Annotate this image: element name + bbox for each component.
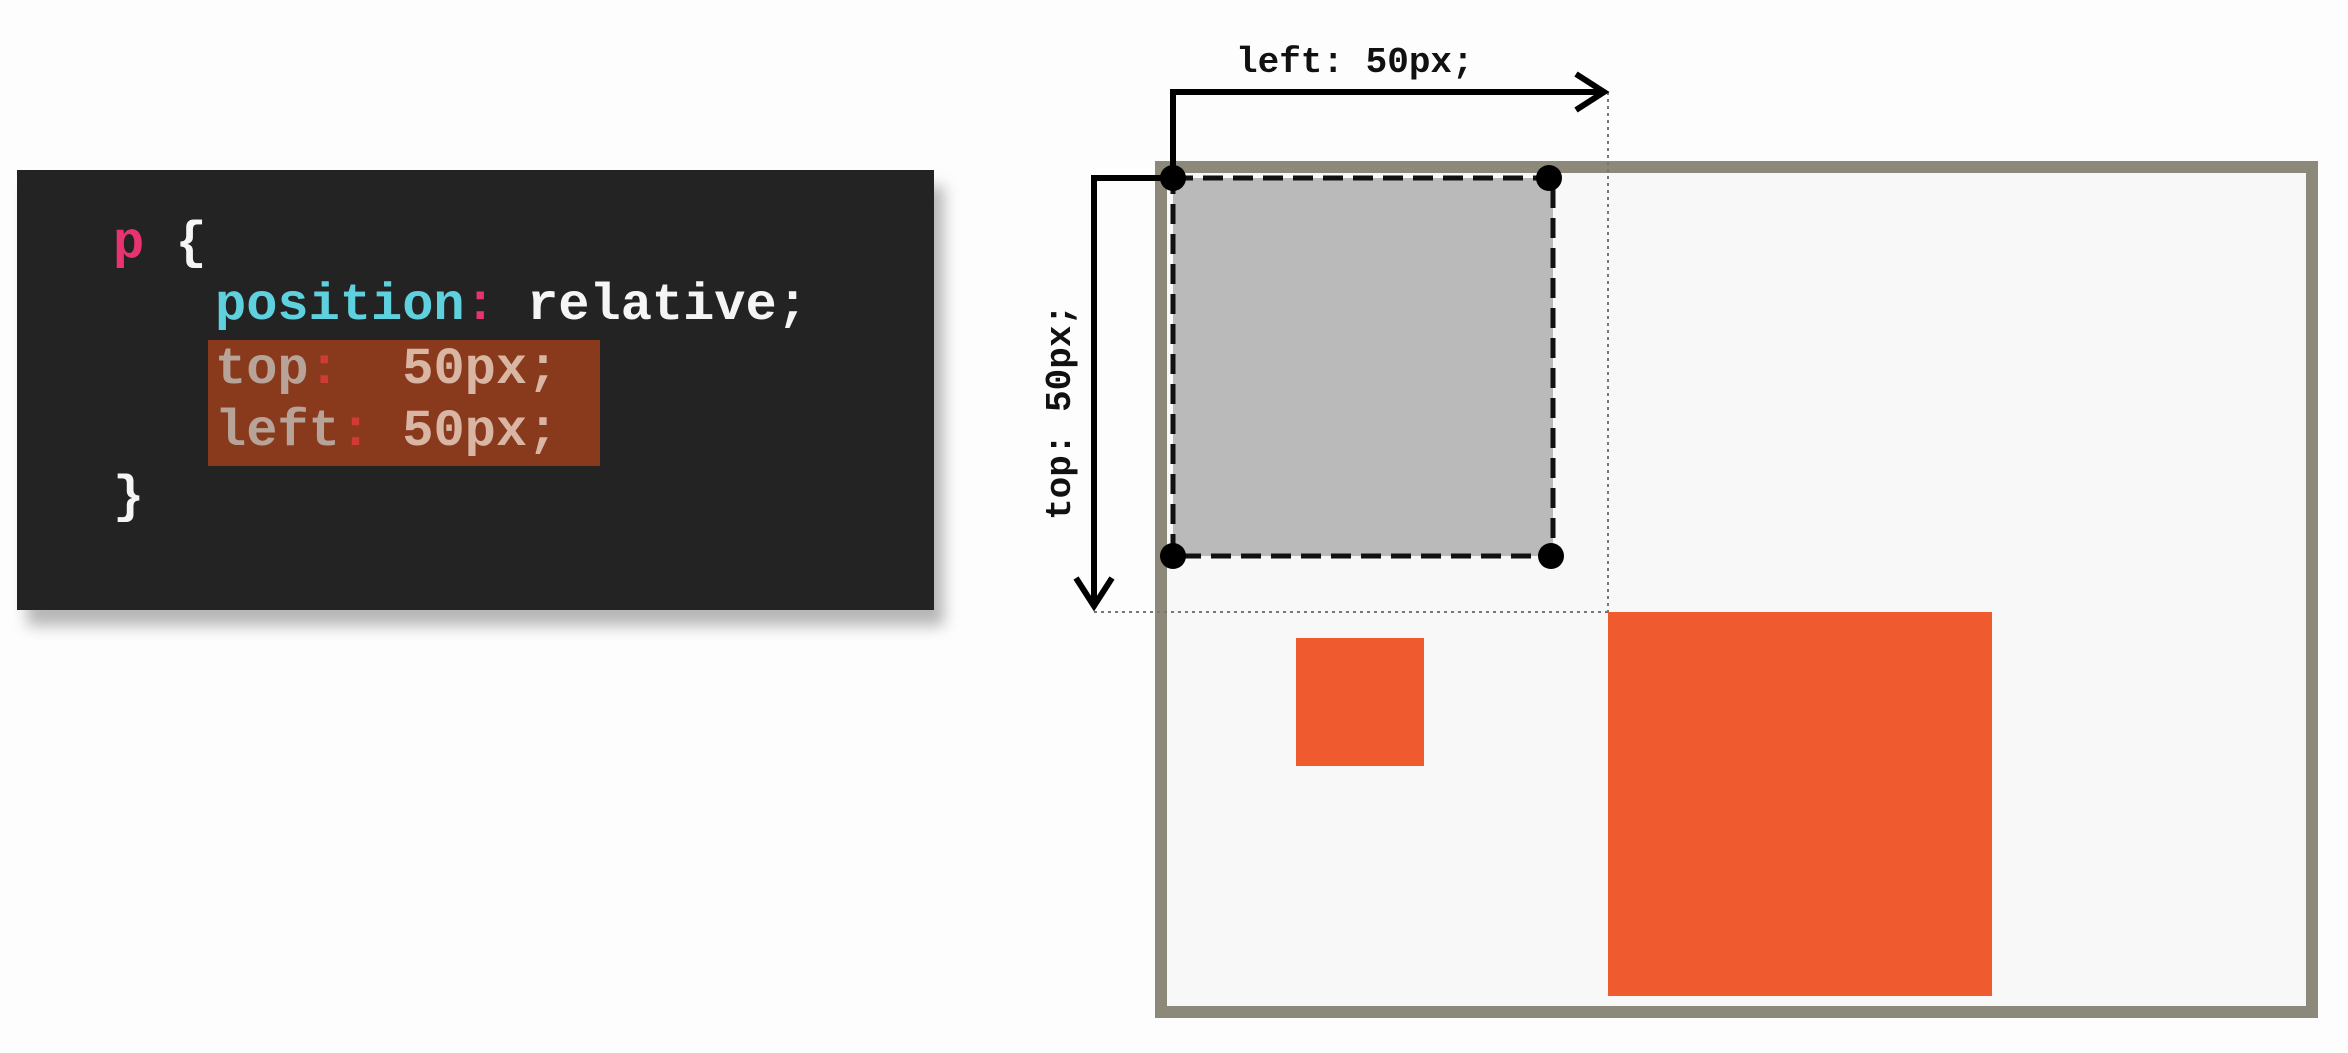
open-brace: { <box>175 214 207 273</box>
relative-positioned-box <box>1608 612 1992 996</box>
position-property: position <box>215 276 465 335</box>
code-line-selector: p { <box>113 214 207 274</box>
top-arrow-head <box>1073 576 1115 612</box>
top-property: top <box>215 340 309 399</box>
left-value: 50px; <box>402 402 559 461</box>
code-line-close: } <box>113 468 144 528</box>
small-orange-box <box>1296 638 1424 766</box>
original-position-box <box>1170 175 1556 559</box>
corner-dot-top-right <box>1536 165 1562 191</box>
corner-dot-bottom-right <box>1538 543 1564 569</box>
corner-dot-bottom-left <box>1160 543 1186 569</box>
left-colon: : <box>339 402 372 461</box>
top-value: 50px; <box>402 340 559 399</box>
top-colon: : <box>308 340 340 399</box>
left-arrow-head <box>1574 71 1610 113</box>
close-brace: } <box>113 468 145 527</box>
top-label: top: 50px; <box>1040 304 1081 520</box>
code-highlight <box>208 340 600 466</box>
code-line-left: left: 50px; <box>215 402 558 462</box>
top-arrow-line <box>1091 175 1173 602</box>
code-panel: p { position: relative; top: 50px; left:… <box>17 170 934 610</box>
left-arrow-line <box>1170 89 1600 178</box>
left-label: left: 50px; <box>1236 42 1474 83</box>
code-line-position: position: relative; <box>215 276 808 336</box>
code-line-top: top: 50px; <box>215 340 558 400</box>
css-selector: p <box>113 214 145 273</box>
position-colon: : <box>464 276 496 335</box>
position-value: relative; <box>527 276 808 335</box>
left-property: left <box>215 402 340 461</box>
